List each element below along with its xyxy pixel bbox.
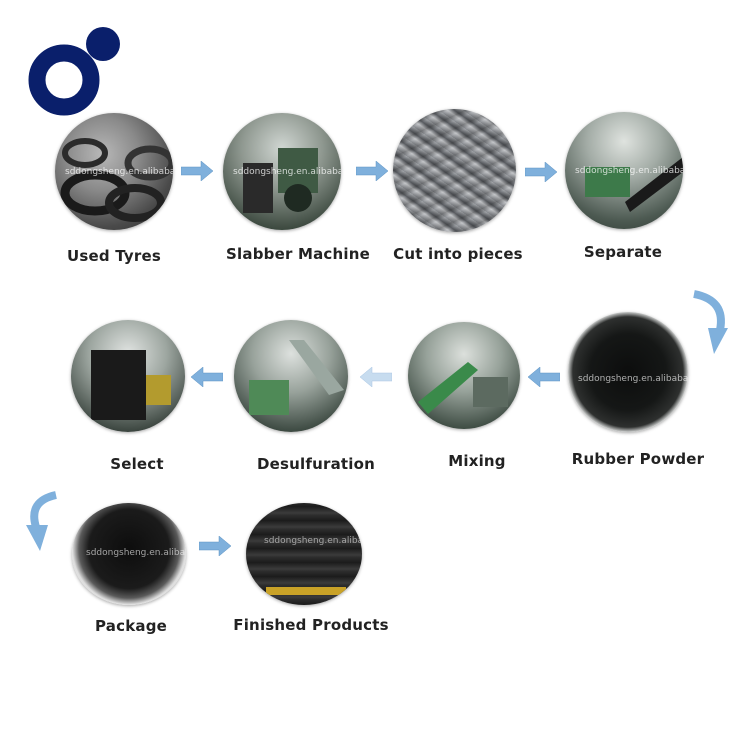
right-arrow-icon (181, 161, 213, 181)
right-arrow-icon (356, 161, 388, 181)
step-label: Cut into pieces (393, 245, 523, 263)
step-label: Used Tyres (67, 247, 161, 265)
watermark: sddongsheng.en.alibaba.com (264, 535, 362, 546)
step-label: Package (94, 617, 168, 635)
step-label: Finished Products (233, 616, 389, 634)
watermark: sddongsheng.en.alibaba.com (575, 165, 683, 176)
right-arrow-icon (199, 536, 231, 556)
step-label: Separate (583, 243, 663, 261)
left-arrow-icon (191, 367, 223, 387)
step-image-mixing (408, 322, 520, 429)
left-arrow-icon (528, 367, 560, 387)
step-label: Rubber Powder (571, 450, 705, 468)
step-image-cut-into-pieces (393, 109, 516, 232)
watermark: sddongsheng.en.alibaba.com (86, 547, 186, 558)
curved-down-arrow-icon (693, 290, 728, 354)
company-logo (28, 27, 120, 116)
step-image-separate: sddongsheng.en.alibaba.com (565, 112, 683, 229)
step-image-desulfuration (234, 320, 348, 432)
step-image-used-tyres: sddongsheng.en.alibaba.com (55, 113, 173, 230)
tyres-illustration (60, 138, 173, 222)
select-illustration (91, 350, 171, 420)
pallet-illustration (266, 587, 346, 595)
right-arrow-icon (525, 162, 557, 182)
watermark: sddongsheng.en.alibaba.com (65, 166, 173, 177)
step-image-slabber-machine: sddongsheng.en.alibaba.com (223, 113, 341, 230)
separator-illustration (585, 157, 683, 212)
watermark: sddongsheng.en.alibaba.com (578, 374, 688, 385)
watermark: sddongsheng.en.alibaba.com (233, 166, 341, 177)
desulfuration-illustration (249, 340, 344, 415)
step-label: Mixing (448, 452, 506, 470)
left-arrow-icon (360, 367, 392, 387)
mixing-illustration (418, 362, 508, 414)
step-label: Desulfuration (257, 455, 375, 473)
machine-illustration (243, 148, 318, 213)
step-image-package: sddongsheng.en.alibaba.com (72, 503, 186, 605)
step-image-select (71, 320, 185, 432)
curved-down-arrow-icon (26, 491, 58, 551)
step-image-finished-products: sddongsheng.en.alibaba.com (246, 503, 362, 605)
step-label: Select (110, 455, 164, 473)
step-image-rubber-powder: sddongsheng.en.alibaba.com (568, 312, 688, 432)
step-label: Slabber Machine (226, 245, 370, 263)
